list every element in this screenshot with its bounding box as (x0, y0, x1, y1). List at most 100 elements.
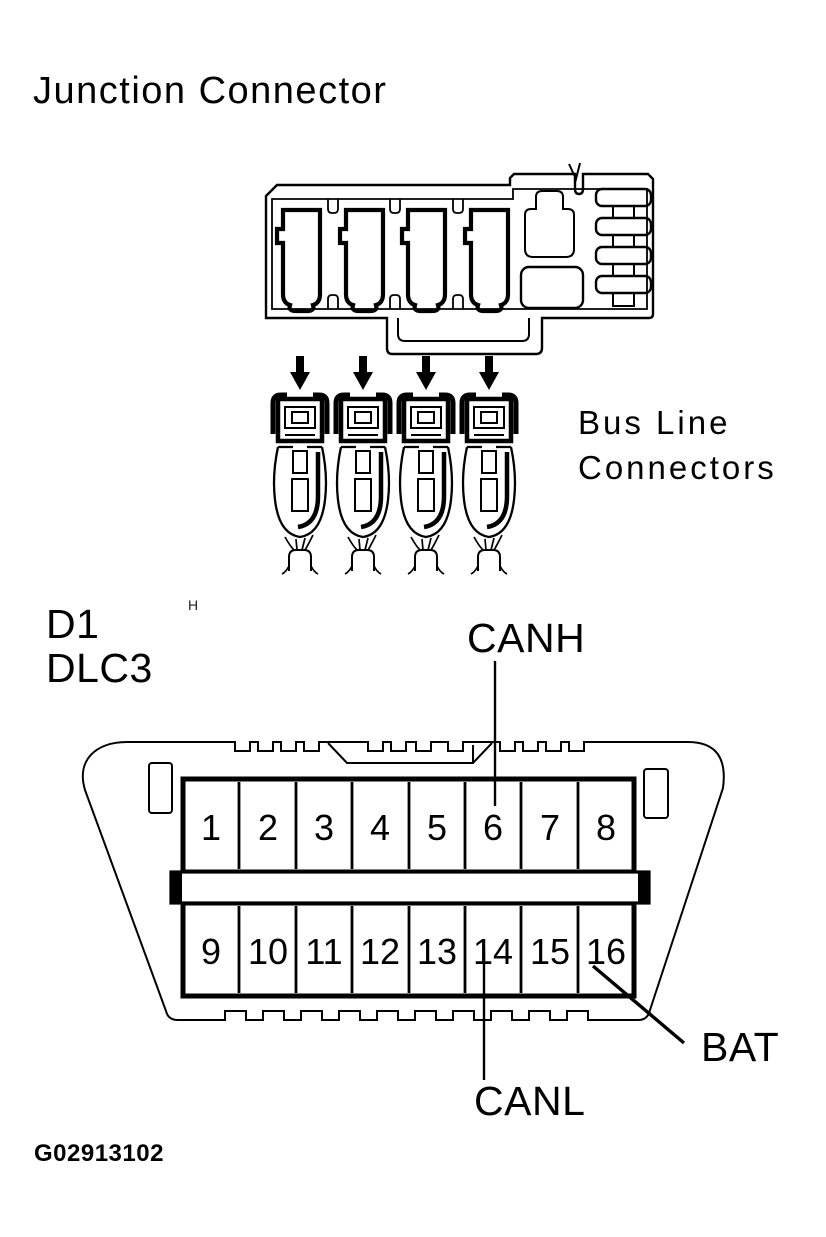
connector-slot-lower (291, 478, 309, 512)
connector-slot-lower (354, 478, 372, 512)
connector-wires (284, 534, 314, 551)
connector-wires (410, 534, 440, 551)
ladder-link (612, 292, 635, 307)
connector-body (335, 445, 391, 539)
canh-label: CANH (467, 615, 585, 661)
ladder-bar (594, 245, 653, 266)
pin-label-1: 1 (201, 807, 221, 848)
connector-head-center (354, 411, 372, 424)
ladder-link (612, 234, 635, 248)
connector-ear (439, 392, 456, 434)
latch-bar-cap-right (638, 872, 649, 903)
dlc3-shell-outline (81, 741, 725, 1021)
ladder-link (612, 263, 635, 277)
connector-body (272, 445, 328, 539)
dlc3-connector-drawing: 1 2 3 4 5 6 7 8 9 10 11 12 13 14 15 16 (81, 741, 725, 1021)
pin-label-8: 8 (596, 807, 616, 848)
junction-channels (327, 199, 464, 309)
connector-ear (459, 392, 476, 434)
pin-label-2: 2 (258, 807, 278, 848)
connector-wire-flare (344, 565, 382, 575)
latch-bar-cap-left (171, 872, 182, 903)
connector-slot-upper (481, 450, 497, 474)
pin-label-3: 3 (314, 807, 334, 848)
ladder-bar (594, 187, 653, 208)
pin-label-4: 4 (370, 807, 390, 848)
dlc3-screw-slot-right (643, 768, 669, 819)
arrow-down-icon (479, 356, 499, 390)
pin-label-7: 7 (540, 807, 560, 848)
connector-head-center (417, 411, 435, 424)
connector-slot-upper (418, 450, 434, 474)
junction-pocket (519, 265, 585, 310)
pin-label-12: 12 (360, 931, 400, 972)
arrow-down-icon (290, 356, 310, 390)
junction-tab-inner (397, 318, 530, 342)
bus-line-connectors-drawing (270, 392, 519, 575)
ladder-bar (594, 216, 653, 237)
connector-slot-lower (480, 478, 498, 512)
junction-cavity-1 (274, 207, 323, 314)
pin-label-9: 9 (201, 931, 221, 972)
bus-line-connector (396, 392, 456, 575)
connector-wire-stub (477, 549, 501, 571)
slot-pointer-icon (568, 162, 581, 182)
dlc3-screw-slot-left (148, 762, 173, 814)
junction-terminal-ladder (594, 187, 653, 307)
connector-body-shade (360, 452, 384, 530)
connector-slot-upper (292, 450, 308, 474)
connector-body-shade (486, 452, 510, 530)
connector-body-shade (297, 452, 321, 530)
junction-cavity-3 (399, 207, 448, 314)
connector-name-label: DLC3 (46, 645, 153, 691)
bat-label: BAT (701, 1024, 779, 1070)
pin-label-14: 14 (473, 931, 513, 972)
bus-line-connector (333, 392, 393, 575)
ladder-link (612, 205, 635, 219)
bus-line-label-line1: Bus Line (578, 404, 730, 441)
connector-head-inner (284, 406, 316, 429)
diagram-title: Junction Connector (33, 70, 387, 112)
pin-dividers-bottom (237, 906, 580, 993)
pin-dividers-top (237, 782, 580, 869)
pin-label-11: 11 (305, 931, 342, 972)
connector-slot-lower (417, 478, 435, 512)
dlc3-pin-grid: 1 2 3 4 5 6 7 8 9 10 11 12 13 14 15 16 (169, 776, 651, 999)
connector-ear (502, 392, 519, 434)
bus-line-label-line2: Connectors (578, 449, 777, 486)
connector-head-center (291, 411, 309, 424)
connector-wire-stub (414, 549, 438, 571)
connector-ear (376, 392, 393, 434)
ladder-bar (594, 274, 653, 295)
junction-cavity-4 (462, 207, 511, 314)
junction-cavity-2 (337, 207, 386, 314)
connector-slot-upper (355, 450, 371, 474)
dlc3-latch-bar (169, 870, 651, 905)
dlc3-top-recess (327, 742, 493, 764)
pin-label-15: 15 (530, 931, 570, 972)
connector-wires (473, 534, 503, 551)
pin-label-13: 13 (417, 931, 457, 972)
pin-label-6: 6 (483, 807, 503, 848)
flow-arrows (290, 356, 499, 390)
arrow-down-icon (353, 356, 373, 390)
connector-wire-stub (351, 549, 375, 571)
connector-wire-stub (288, 549, 312, 571)
connector-ref-label: D1 (46, 601, 99, 647)
connector-ear (313, 392, 330, 434)
connector-head-inner (347, 406, 379, 429)
connector-body (398, 445, 454, 539)
pin-label-16: 16 (586, 931, 626, 972)
connector-body (461, 445, 517, 539)
connector-wire-flare (281, 565, 319, 575)
corner-mark: H (188, 597, 198, 613)
canl-label: CANL (474, 1078, 585, 1124)
bus-line-connector (270, 392, 330, 575)
junction-connector-drawing (264, 162, 655, 356)
connector-head-center (480, 411, 498, 424)
connector-head-inner (473, 406, 505, 429)
connector-body-shade (423, 452, 447, 530)
bus-line-connector (459, 392, 519, 575)
junction-housing-outline (264, 172, 655, 356)
